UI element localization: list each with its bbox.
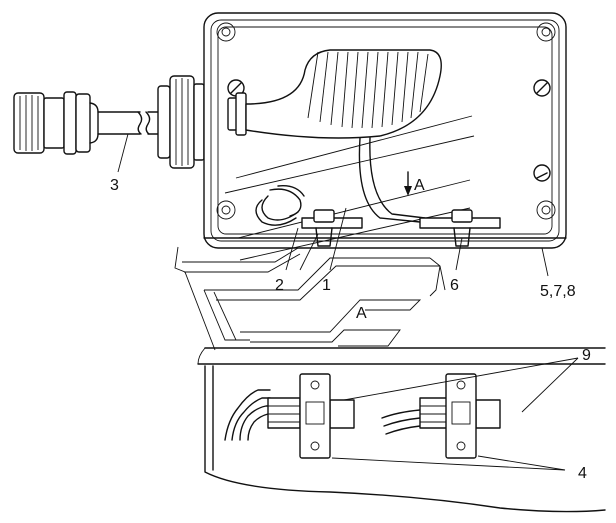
label-4: 4 xyxy=(578,465,587,482)
projection-lines xyxy=(224,115,475,261)
label-9: 9 xyxy=(582,347,591,364)
label-1: 1 xyxy=(322,277,331,294)
label-3: 3 xyxy=(110,177,119,194)
terminals xyxy=(203,209,567,247)
label-view-a-arrow: A xyxy=(414,177,425,194)
label-5-7-8: 5,7,8 xyxy=(540,283,576,300)
wire-bundle xyxy=(245,49,442,226)
label-6: 6 xyxy=(450,277,459,294)
lower-panel xyxy=(197,347,606,513)
leader-lines xyxy=(117,133,579,471)
clamp-right xyxy=(381,373,501,459)
label-2: 2 xyxy=(275,277,284,294)
connector-plug xyxy=(13,75,205,169)
label-section-a: A xyxy=(356,305,367,322)
mounting-panel-section xyxy=(174,246,446,351)
clamp-left xyxy=(224,373,355,459)
